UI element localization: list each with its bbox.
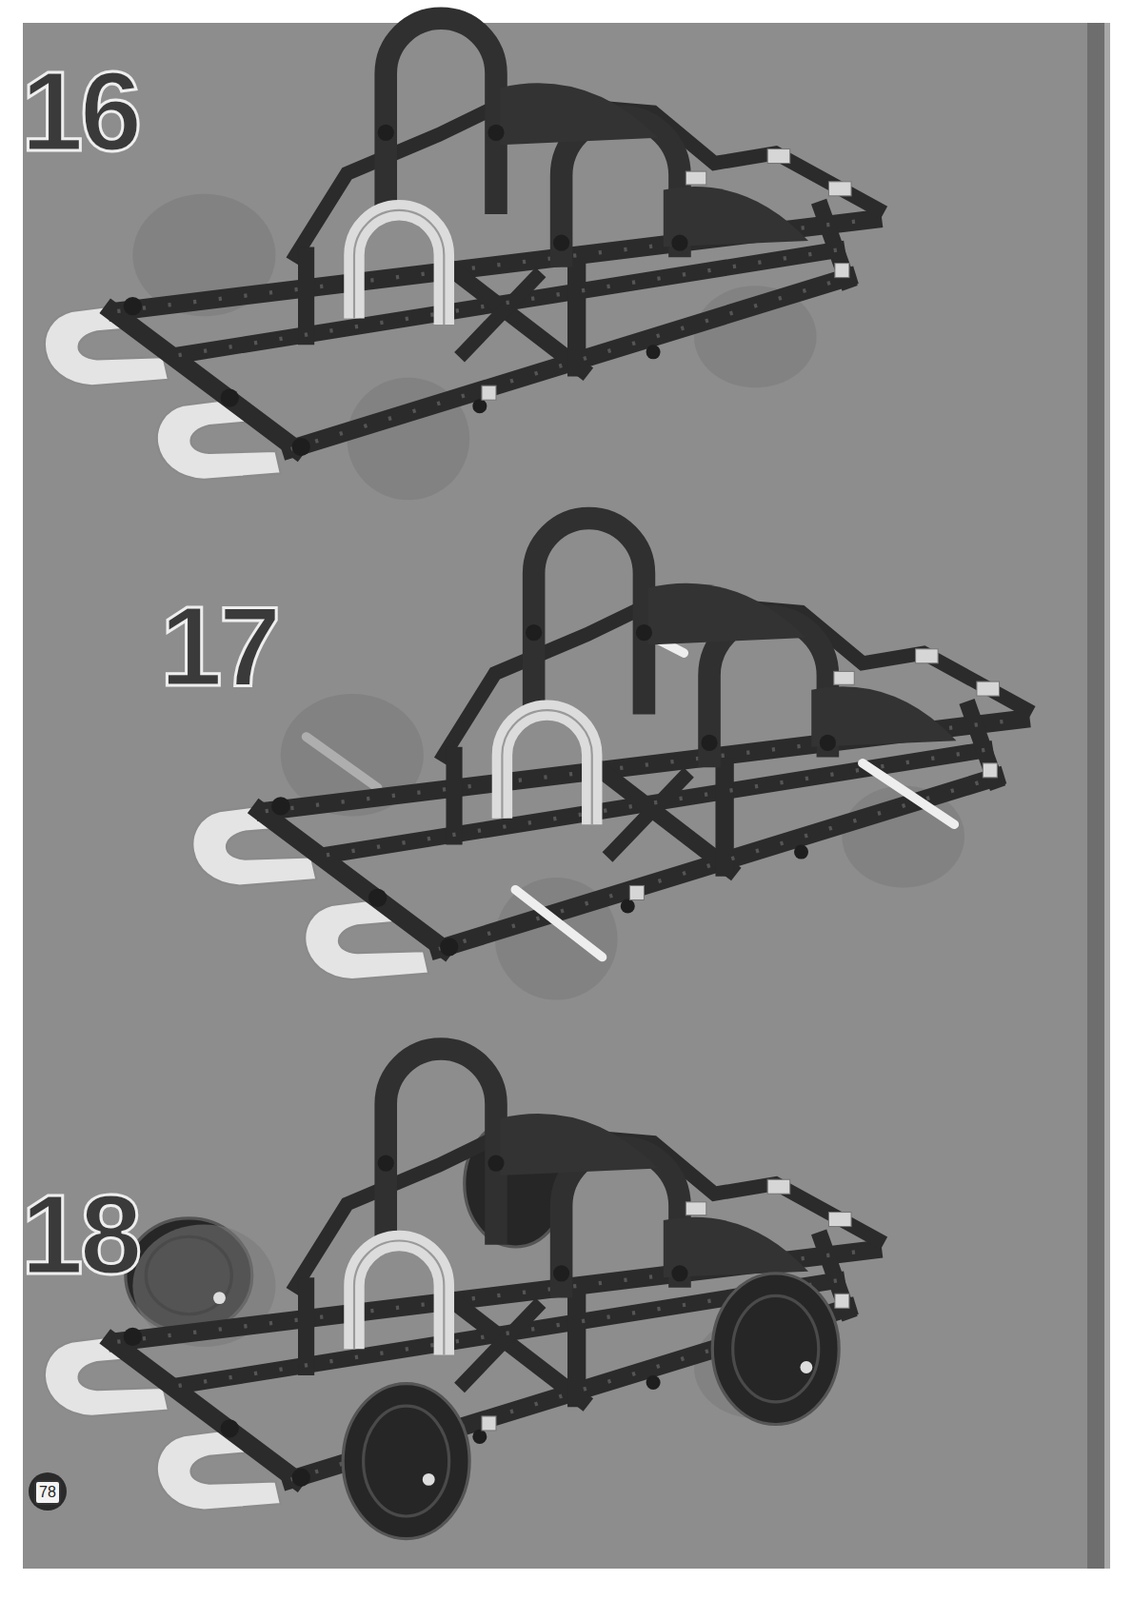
- step-number: 16: [20, 55, 139, 168]
- step-number: 17: [159, 590, 278, 703]
- page-number: 78: [34, 1480, 61, 1506]
- step-number: 18: [20, 1178, 139, 1292]
